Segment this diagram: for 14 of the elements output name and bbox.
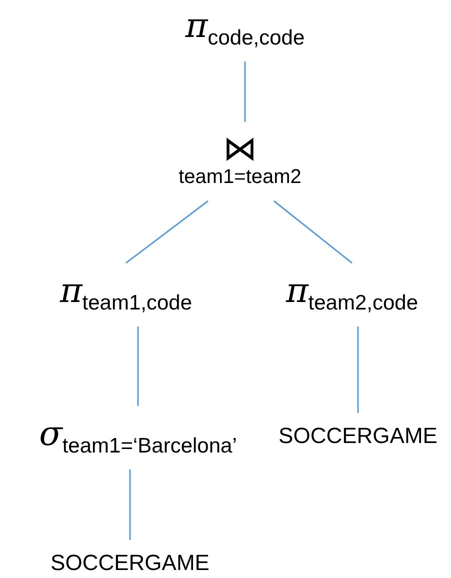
- operator-label: π$_{team2,code}$: [286, 273, 418, 314]
- operator-label: σ$_{team1=‘Barcelona’}$: [39, 416, 237, 458]
- tree-edge: [129, 469, 131, 540]
- tree-edge: [244, 61, 246, 122]
- operator-label: π$_{code,code}$: [185, 8, 305, 50]
- tree-edge: [357, 326, 359, 413]
- tree-edge: [126, 200, 208, 264]
- relation-name: SOCCERGAME: [50, 550, 210, 576]
- join-symbol: ⋈: [222, 132, 257, 166]
- tree-edge: [137, 326, 139, 406]
- join-condition: team1=team2: [178, 166, 302, 189]
- tree-edge: [274, 200, 352, 264]
- operator-label: π$_{team1,code}$: [60, 273, 192, 314]
- relation-name: SOCCERGAME: [278, 423, 438, 449]
